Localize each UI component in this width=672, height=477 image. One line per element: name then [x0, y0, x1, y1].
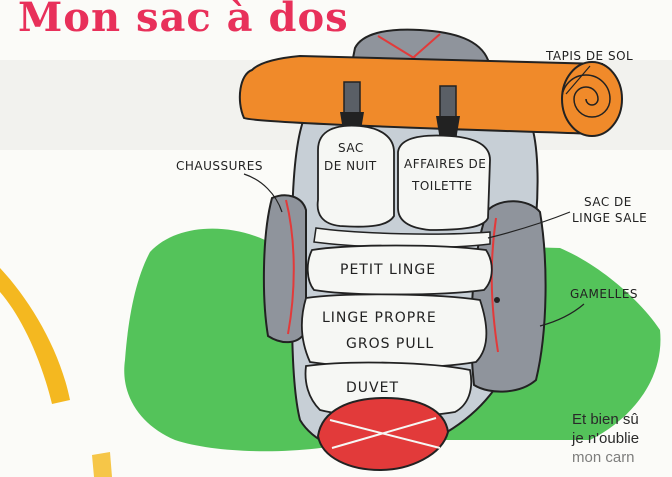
label-duvet: DUVET: [346, 380, 399, 396]
label-gamelles: GAMELLES: [570, 287, 638, 301]
label-petit-linge: PETIT LINGE: [340, 262, 436, 278]
compartment-linge-propre: [302, 294, 486, 367]
label-affaires-de: AFFAIRES DE: [404, 157, 486, 171]
left-side-pocket: [264, 195, 306, 342]
label-linge-propre: LINGE PROPRE: [322, 310, 437, 326]
label-sac-de: SAC DE: [584, 195, 632, 209]
sleeping-pad: [240, 56, 602, 134]
label-tapis-de-sol: TAPIS DE SOL: [545, 49, 633, 63]
label-toilette: TOILETTE: [411, 179, 473, 193]
caption-text: Et bien sû je n'oublie mon carn: [572, 410, 672, 467]
yellow-swoosh: [0, 268, 70, 404]
caption-line-3: mon carn: [572, 448, 672, 467]
page-title: Mon sac à dos: [18, 0, 349, 42]
caption-line-2: je n'oublie: [572, 429, 672, 448]
label-de-nuit: DE NUIT: [324, 159, 377, 173]
label-linge-sale: LINGE SALE: [572, 211, 647, 225]
label-chaussures: CHAUSSURES: [176, 159, 263, 173]
label-sac: SAC: [338, 141, 364, 155]
right-side-pocket: [471, 201, 545, 391]
label-gros-pull: GROS PULL: [346, 336, 434, 352]
yellow-swoosh-bottom: [92, 452, 112, 477]
pocket-zipper-pull: [494, 297, 500, 303]
sleeping-pad-roll-end: [562, 62, 622, 136]
caption-line-1: Et bien sû: [572, 410, 672, 429]
